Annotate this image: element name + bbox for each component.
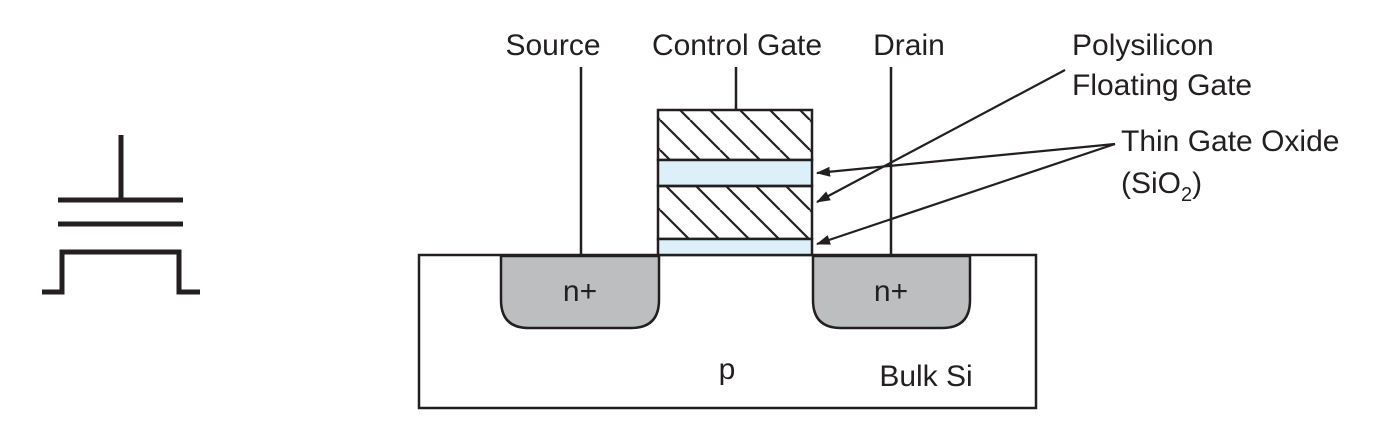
drain-diffusion (811, 254, 972, 330)
oxide-label-line1: Thin Gate Oxide (1121, 125, 1339, 158)
control-gate-label: Control Gate (652, 29, 822, 62)
substrate-doping-label: p (719, 353, 736, 386)
control-gate-block (656, 108, 814, 162)
floating-gate-label-line1: Polysilicon (1072, 29, 1214, 62)
drain-label: Drain (873, 29, 945, 62)
source-label: Source (505, 29, 600, 62)
inter-gate-oxide-arrow (816, 142, 1116, 177)
tunnel-oxide (656, 237, 814, 257)
source-diffusion (499, 254, 661, 330)
floating-gate-block (656, 184, 814, 241)
inter-gate-oxide (656, 158, 814, 188)
floating-gate-label-line2: Floating Gate (1072, 69, 1252, 102)
substrate-name-label: Bulk Si (879, 360, 972, 393)
gate-stack (656, 108, 814, 257)
tunnel-oxide-arrow (816, 142, 1116, 246)
oxide-label-line2: (SiO2) (1121, 167, 1202, 206)
source-doping-label: n+ (563, 275, 597, 308)
floating-gate-arrow (816, 69, 1066, 203)
drain-doping-label: n+ (874, 275, 908, 308)
floating-gate-transistor-symbol-icon (42, 135, 200, 295)
